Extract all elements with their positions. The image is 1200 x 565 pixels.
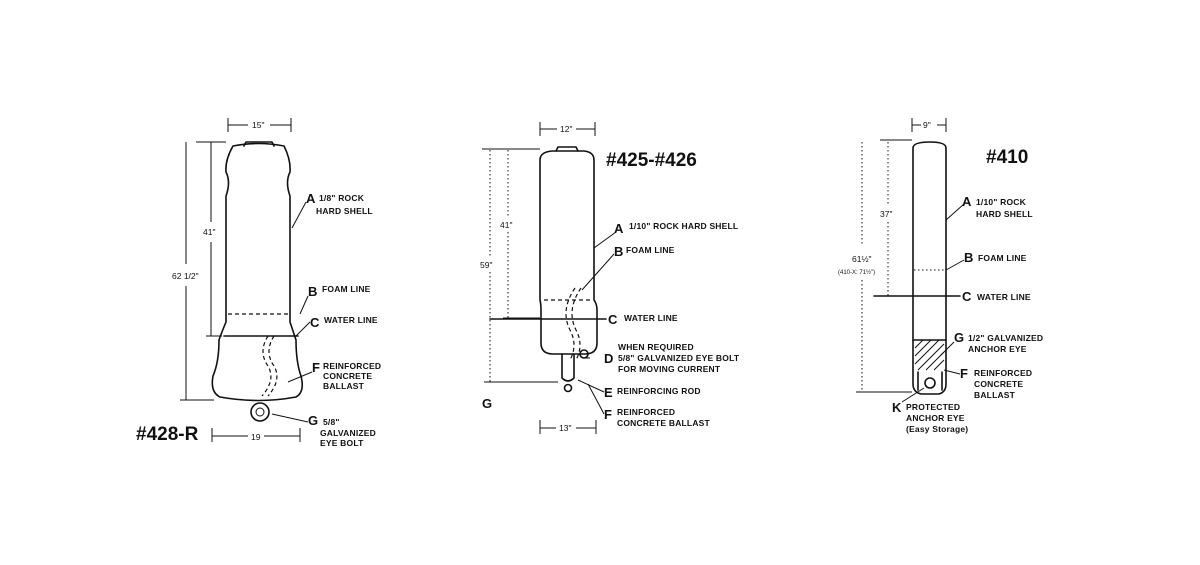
label-425-d-letter: D	[604, 351, 613, 366]
label-410-g-letter: G	[954, 330, 964, 345]
label-425-b-line1: FOAM LINE	[626, 245, 675, 255]
label-425-c-line1: WATER LINE	[624, 313, 678, 323]
ballast-stub-425	[561, 353, 575, 382]
label-410-k-line1: PROTECTED	[906, 402, 960, 412]
anchor-eye-410	[924, 377, 936, 389]
label-428r-a-letter: A	[306, 191, 316, 206]
dim-410-overall: 61½"	[852, 254, 872, 264]
rod-425	[565, 287, 576, 361]
buoy-425-body	[539, 150, 598, 355]
eye-bolt-428r	[250, 402, 270, 422]
label-410-g-line1: 1/2" GALVANIZED	[968, 333, 1043, 343]
dim-428r-upper: 41"	[203, 227, 215, 237]
label-428r-b-letter: B	[308, 284, 317, 299]
label-425-a-line1: 1/10" ROCK HARD SHELL	[629, 221, 738, 231]
label-428r-b-line1: FOAM LINE	[322, 284, 371, 294]
dim-410-overall-alt: (410-X: 71½")	[838, 269, 875, 276]
label-410-a-line2: HARD SHELL	[976, 209, 1033, 219]
dim-425-overall: 59"	[480, 260, 492, 270]
label-410-b-line1: FOAM LINE	[978, 253, 1027, 263]
label-428r-g-letter: G	[308, 413, 318, 428]
label-410-f-line1: REINFORCED	[974, 368, 1032, 378]
label-425-d-line3: FOR MOVING CURRENT	[618, 364, 721, 374]
label-428r-c-letter: C	[310, 315, 320, 330]
label-425-d-line1: WHEN REQUIRED	[618, 342, 694, 352]
rod-428r	[261, 335, 272, 397]
model-425-426: #425-#426	[606, 150, 697, 171]
label-425-d-line2: 5/8" GALVANIZED EYE BOLT	[618, 353, 740, 363]
buoy-428r-body	[211, 142, 303, 402]
label-428r-g-line1: 5/8"	[323, 417, 340, 427]
label-425-e-line1: REINFORCING ROD	[617, 386, 701, 396]
ballast-hatch-410	[914, 339, 945, 371]
dim-410-upper: 37"	[880, 209, 892, 219]
label-428r-g-line3: EYE BOLT	[320, 438, 364, 448]
label-428r-f-line3: BALLAST	[323, 381, 365, 391]
label-410-f-line2: CONCRETE	[974, 379, 1023, 389]
label-425-c-letter: C	[608, 312, 618, 327]
label-410-b-letter: B	[964, 250, 973, 265]
label-428r-g-line2: GALVANIZED	[320, 428, 376, 438]
label-410-k-line3: (Easy Storage)	[906, 424, 968, 434]
label-425-f-line2: CONCRETE BALLAST	[617, 418, 711, 428]
label-425-e-letter: E	[604, 385, 613, 400]
label-428r-c-line1: WATER LINE	[324, 315, 378, 325]
label-425-f-line1: REINFORCED	[617, 407, 675, 417]
label-428r-f-line2: CONCRETE	[323, 371, 372, 381]
unit-428r: 15" 41" 62 1/2" 19 A 1/8" ROCK HARD SHEL…	[136, 118, 381, 448]
dim-428r-overall: 62 1/2"	[172, 271, 199, 281]
model-428r: #428-R	[136, 424, 199, 445]
unit-410: 9" 37" 61½" (410-X: 71½") A 1/10" ROCK H…	[838, 118, 1043, 434]
dim-425-upper: 41"	[500, 220, 512, 230]
label-428r-f-line1: REINFORCED	[323, 361, 381, 371]
label-410-a-line1: 1/10" ROCK	[976, 197, 1027, 207]
label-410-k-line2: ANCHOR EYE	[906, 413, 965, 423]
label-428r-a-line2: HARD SHELL	[316, 206, 373, 216]
label-410-a-letter: A	[962, 194, 972, 209]
dim-425-base: 13"	[559, 423, 571, 433]
label-428r-f-letter: F	[312, 360, 320, 375]
label-425-f-letter: F	[604, 407, 612, 422]
dim-410-top: 9"	[923, 120, 931, 130]
label-425-a-letter: A	[614, 221, 624, 236]
label-410-c-line1: WATER LINE	[977, 292, 1031, 302]
label-425-b-letter: B	[614, 244, 623, 259]
label-410-f-line3: BALLAST	[974, 390, 1016, 400]
model-410: #410	[986, 147, 1028, 168]
buoy-410-body	[912, 141, 947, 395]
dim-425-top: 12"	[560, 124, 572, 134]
label-410-g-line2: ANCHOR EYE	[968, 344, 1027, 354]
label-425-side-g: G	[482, 396, 492, 411]
label-410-c-letter: C	[962, 289, 972, 304]
label-410-k-letter: K	[892, 400, 902, 415]
unit-425-426: 12" 41" 59" 13" A 1/10" ROCK HARD SHELL …	[480, 122, 740, 434]
dim-428r-base: 19	[251, 432, 261, 442]
label-410-f-letter: F	[960, 366, 968, 381]
label-428r-a-line1: 1/8" ROCK	[319, 193, 365, 203]
dim-428r-top: 15"	[252, 120, 264, 130]
